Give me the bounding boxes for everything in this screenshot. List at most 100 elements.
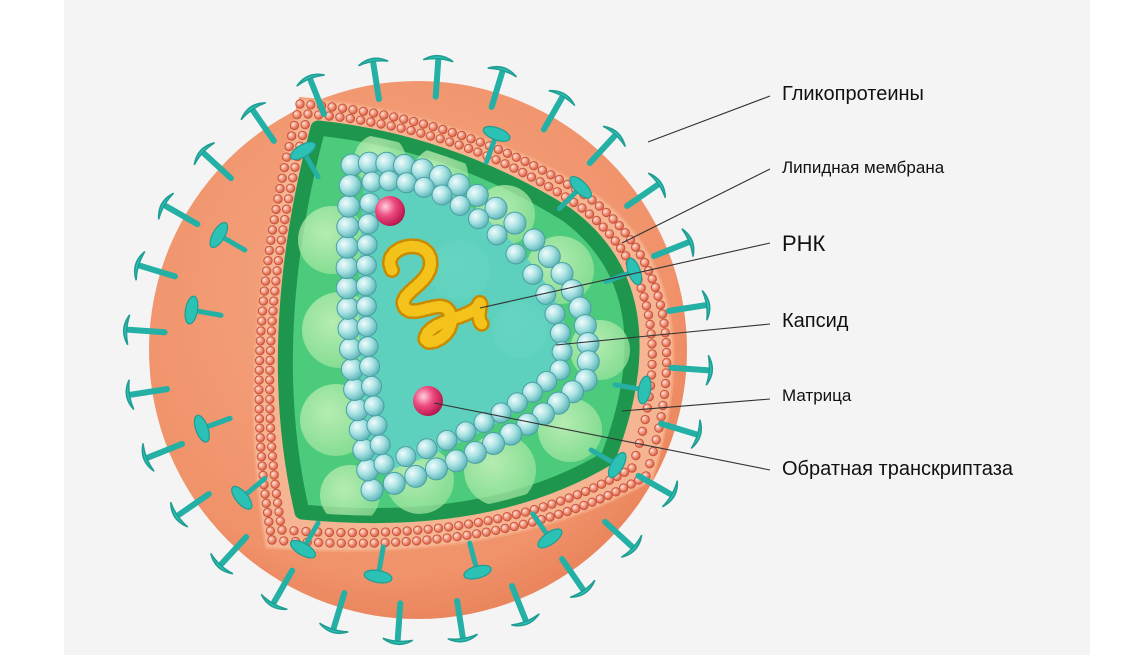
lipid-bead: [268, 443, 276, 451]
lipid-bead: [642, 302, 650, 310]
lipid-bead: [280, 164, 288, 172]
capsid-protein: [357, 317, 377, 337]
capsid-protein: [357, 235, 377, 255]
lipid-bead: [599, 223, 607, 231]
lipid-bead: [267, 337, 275, 345]
lipid-bead: [380, 111, 388, 119]
lipid-bead: [648, 350, 656, 358]
lipid-bead: [256, 434, 264, 442]
lipid-bead: [348, 539, 356, 547]
capsid-protein: [356, 276, 376, 296]
lipid-bead: [267, 327, 275, 335]
lipid-bead: [268, 226, 276, 234]
lipid-bead: [492, 156, 500, 164]
lipid-bead: [278, 174, 286, 182]
lipid-bead: [337, 528, 345, 536]
lipid-bead: [476, 138, 484, 146]
lipid-bead: [266, 356, 274, 364]
label-glycoproteins: Гликопротеины: [782, 83, 924, 106]
capsid-protein: [356, 255, 376, 275]
lipid-bead: [397, 124, 405, 132]
lipid-bead: [268, 536, 276, 544]
lipid-bead: [641, 258, 649, 266]
spike-icon: [605, 522, 642, 557]
lipid-bead: [346, 114, 354, 122]
lipid-bead: [501, 524, 509, 532]
lipid-bead: [281, 215, 289, 223]
lipid-bead: [392, 527, 400, 535]
lipid-bead: [473, 530, 481, 538]
lipid-bead: [263, 508, 271, 516]
lipid-bead: [326, 539, 334, 547]
lipid-bead: [359, 107, 367, 115]
lipid-bead: [652, 436, 660, 444]
lipid-bead: [646, 320, 654, 328]
lipid-bead: [273, 267, 281, 275]
lipid-bead: [621, 229, 629, 237]
lipid-bead: [465, 520, 473, 528]
lipid-bead: [370, 539, 378, 547]
lipid-bead: [273, 499, 281, 507]
spike-icon: [590, 126, 625, 163]
lipid-bead: [262, 499, 270, 507]
lipid-bead: [455, 522, 463, 530]
lipid-bead: [527, 173, 535, 181]
lipid-bead: [448, 128, 456, 136]
lipid-bead: [256, 347, 264, 355]
lipid-bead: [261, 277, 269, 285]
lipid-bead: [276, 184, 284, 192]
lipid-bead: [555, 175, 563, 183]
lipid-bead: [443, 534, 451, 542]
capsid-protein: [504, 212, 526, 234]
lipid-bead: [266, 376, 274, 384]
lipid-bead: [580, 501, 588, 509]
lipid-bead: [661, 329, 669, 337]
lipid-bead: [291, 163, 299, 171]
lipid-bead: [546, 513, 554, 521]
capsid-protein: [361, 479, 383, 501]
lipid-bead: [260, 287, 268, 295]
lipid-bead: [467, 135, 475, 143]
lipid-bead: [648, 340, 656, 348]
lipid-bead: [604, 491, 612, 499]
lipid-bead: [648, 275, 656, 283]
lipid-bead: [482, 528, 490, 536]
leader-line-glycoproteins: [648, 96, 770, 142]
lipid-bead: [377, 120, 385, 128]
lipid-bead: [609, 215, 617, 223]
lipid-bead: [267, 236, 275, 244]
lipid-bead: [325, 528, 333, 536]
capsid-protein: [358, 214, 378, 234]
lipid-bead: [258, 317, 266, 325]
capsid-protein: [356, 296, 376, 316]
lipid-bead: [662, 348, 670, 356]
lipid-bead: [632, 243, 640, 251]
lipid-bead: [370, 528, 378, 536]
lipid-bead: [349, 106, 357, 114]
lipid-bead: [286, 184, 294, 192]
lipid-bead: [429, 123, 437, 131]
lipid-bead: [647, 330, 655, 338]
lipid-bead: [644, 311, 652, 319]
capsid-protein: [339, 175, 361, 197]
lipid-bead: [259, 297, 267, 305]
lipid-bead: [555, 510, 563, 518]
lipid-bead: [455, 141, 463, 149]
lipid-bead: [641, 415, 649, 423]
lipid-bead: [402, 537, 410, 545]
lipid-bead: [255, 356, 263, 364]
lipid-bead: [426, 132, 434, 140]
lipid-bead: [266, 347, 274, 355]
lipid-bead: [266, 366, 274, 374]
capsid-protein: [405, 465, 427, 487]
lipid-bead: [436, 135, 444, 143]
lipid-bead: [257, 443, 265, 451]
lipid-bead: [581, 487, 589, 495]
lipid-bead: [279, 226, 287, 234]
lipid-bead: [510, 522, 518, 530]
lipid-bead: [272, 489, 280, 497]
lipid-bead: [521, 508, 529, 516]
lipid-bead: [548, 500, 556, 508]
capsid-protein: [370, 435, 390, 455]
lipid-bead: [417, 129, 425, 137]
